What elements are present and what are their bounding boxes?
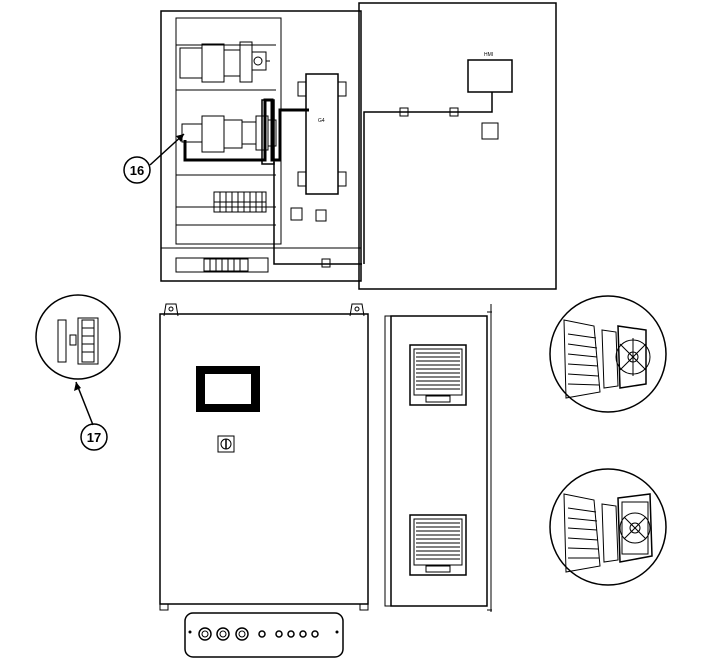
vent-grille-upper [409,344,467,406]
bottom-terminal-strip [175,257,269,273]
cabinet-interior-view: G4 [160,10,362,282]
cable-gland-icon [198,627,319,641]
detail-circle-17: 17 [35,294,121,451]
fan-detail-lower [549,468,667,586]
cabinet-front-view [159,303,369,611]
circuit-breaker-upper [179,41,270,83]
hmi-label: HMI [484,52,493,58]
cabinet-door-open: HMI [358,2,557,290]
cabinet-side-view [384,304,492,612]
callout-16: 16 [123,133,185,184]
fan-detail-upper [549,295,667,413]
fan-icon [615,325,651,389]
hmi-box [467,59,513,93]
controller-label: G4 [318,118,325,124]
gland-plate [184,612,344,658]
fan-icon [617,493,653,563]
callout-16-label: 16 [130,163,144,178]
key-switch-icon [217,435,235,453]
controller-module: G4 [297,73,347,195]
terminal-blocks [213,191,267,213]
callout-17-label: 17 [87,430,101,445]
vent-grille-lower [409,514,467,576]
hmi-screen [205,374,251,404]
